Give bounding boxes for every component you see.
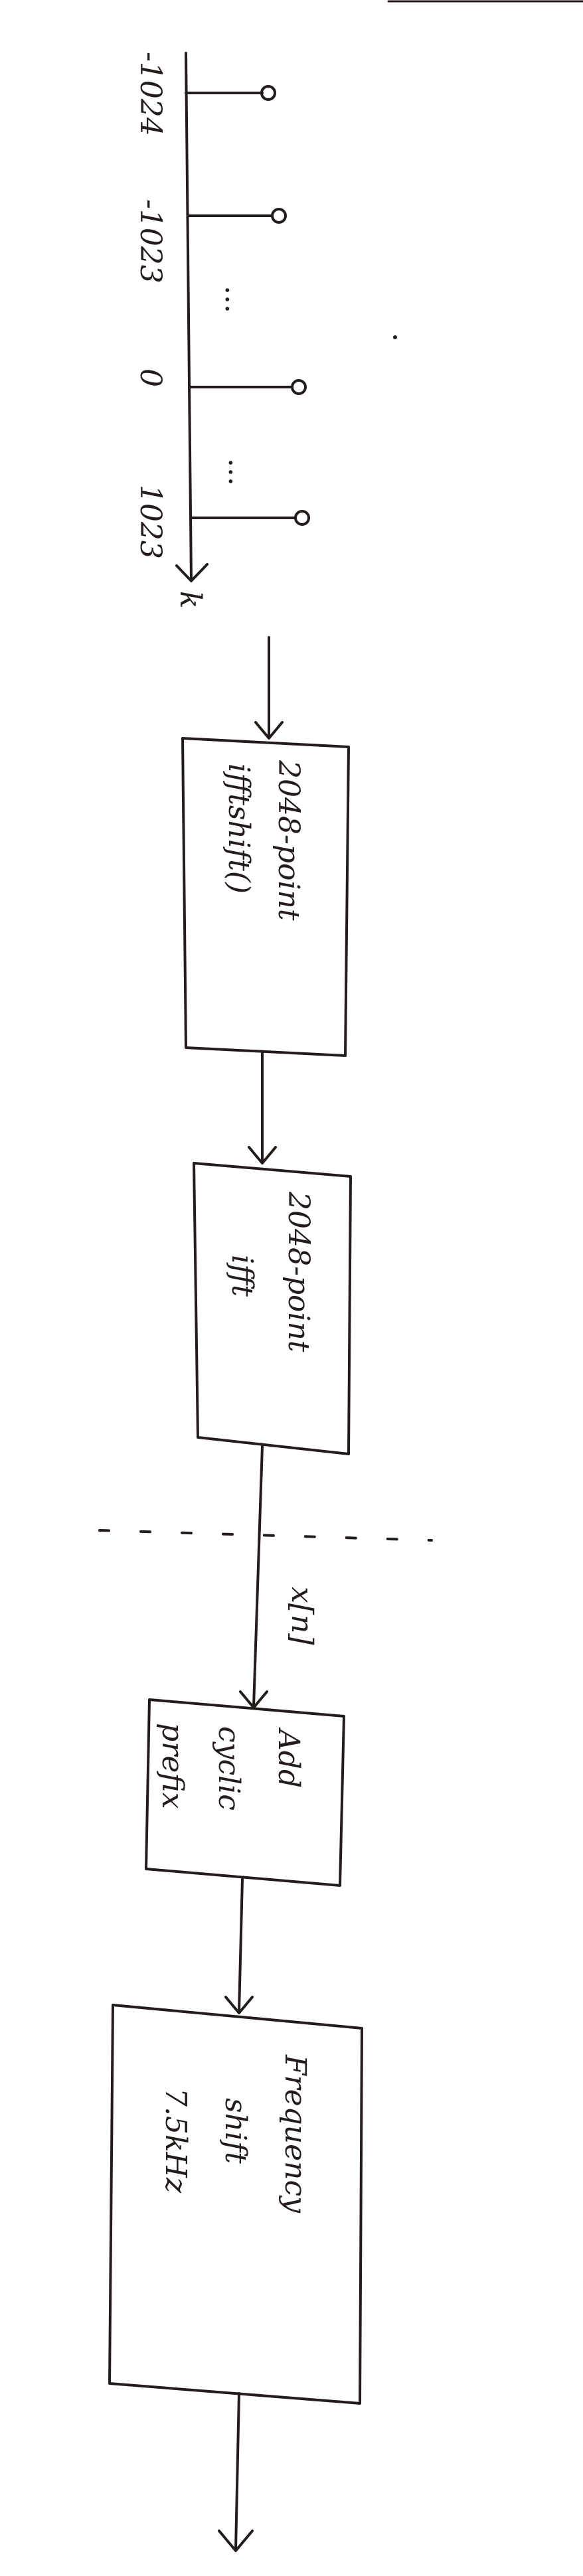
stem-k-1023 [189,510,310,526]
block-frequency-shift-line3: 7.5kHz [159,2088,193,2194]
arrow-output [234,2392,240,2551]
signal-label-xn: x[n] [285,1587,319,1645]
stray-dot [393,335,397,339]
block-ifftshift: 2048-point ifftshift() [181,737,350,1057]
ellipsis-lower: ... [222,458,256,486]
block-cyclic-prefix: Add cyclic prefix [145,1698,345,1887]
arrow-3-4 [238,1878,244,2013]
tick-label-neg1024: -1024 [133,52,167,136]
block-ifftshift-line2: ifftshift() [222,764,256,894]
block-frequency-shift: Frequency shift 7.5kHz [108,2004,363,2405]
arrow-2-3 [252,1445,264,1708]
block-ifft-line1: 2048-point [282,1191,315,1352]
block-cyclic-prefix-box [145,1698,345,1887]
tick-label-1023: 1023 [133,485,167,559]
arrow-1-2-head [248,1146,277,1165]
block-cyclic-prefix-line2: cyclic [212,1726,246,1811]
spectrum-axis-arrowhead [175,563,208,582]
block-frequency-shift-line1: Frequency [278,2054,312,2214]
block-cyclic-prefix-line3: prefix [155,1723,189,1809]
axis-label-k: k [173,591,207,609]
stem-k-0 [188,379,307,395]
stem-k-neg1023 [187,208,287,224]
block-ifftshift-line1: 2048-point [272,760,305,921]
block-ifft-box [193,1162,352,1455]
block-frequency-shift-box [108,2004,363,2405]
arrow-3-4-head [224,1996,254,2014]
block-cyclic-prefix-line1: Add [272,1727,305,1788]
ellipsis-upper: ... [218,285,252,313]
spectrum-stems [185,85,310,526]
spectrum-axis [185,52,193,582]
arrow-input-head [254,721,284,740]
arrow-output-head [218,2530,254,2552]
block-ifft: 2048-point ifft [193,1162,352,1455]
tick-label-0: 0 [133,368,167,387]
dashed-separator [98,1529,433,1542]
block-frequency-shift-line2: shift [218,2098,252,2164]
block-ifft-line2: ifft [225,1255,259,1297]
block-ifftshift-box [181,737,350,1057]
tick-label-neg1023: -1023 [133,199,167,283]
stem-k-neg1024 [185,85,276,101]
